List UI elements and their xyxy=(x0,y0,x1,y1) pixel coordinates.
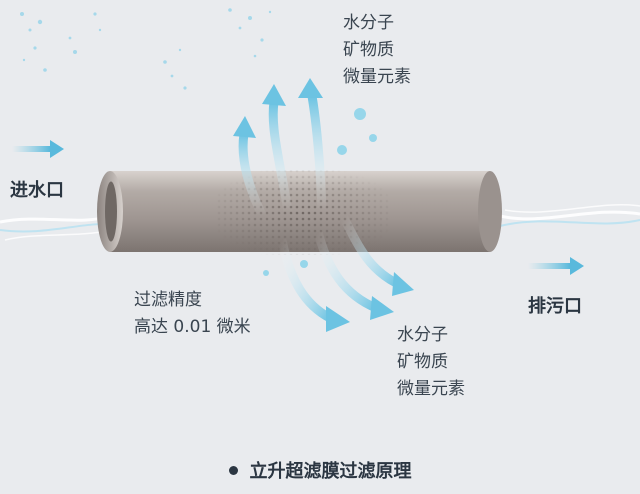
downward-flow-arrows xyxy=(277,213,403,323)
label-line: 水分子 xyxy=(343,13,394,33)
label-line: 微量元素 xyxy=(343,67,411,87)
label-line: 水分子 xyxy=(397,325,448,345)
bullet-icon xyxy=(228,465,238,475)
label-line: 矿物质 xyxy=(397,352,448,372)
label-line: 矿物质 xyxy=(343,40,394,60)
outlet-arrow xyxy=(528,257,584,275)
top-right-components-label: 水分子 矿物质 微量元素 xyxy=(343,10,411,91)
upward-flow-arrows xyxy=(238,91,327,220)
label-line: 微量元素 xyxy=(397,379,465,399)
caption-text: 立升超滤膜过滤原理 xyxy=(249,461,412,482)
downward-arrow-heads xyxy=(326,272,414,332)
upward-arrow-heads xyxy=(233,78,323,138)
inlet-label: 进水口 xyxy=(10,180,64,201)
filtration-precision-label: 过滤精度 高达 0.01 微米 xyxy=(134,287,251,341)
outlet-label: 排污口 xyxy=(528,296,582,317)
membrane-tube xyxy=(97,170,502,255)
bottom-right-components-label: 水分子 矿物质 微量元素 xyxy=(397,322,465,403)
inlet-arrow xyxy=(12,140,64,158)
label-line: 过滤精度 xyxy=(134,290,202,310)
label-line: 高达 0.01 微米 xyxy=(134,317,251,337)
diagram-caption: 立升超滤膜过滤原理 xyxy=(0,457,640,483)
